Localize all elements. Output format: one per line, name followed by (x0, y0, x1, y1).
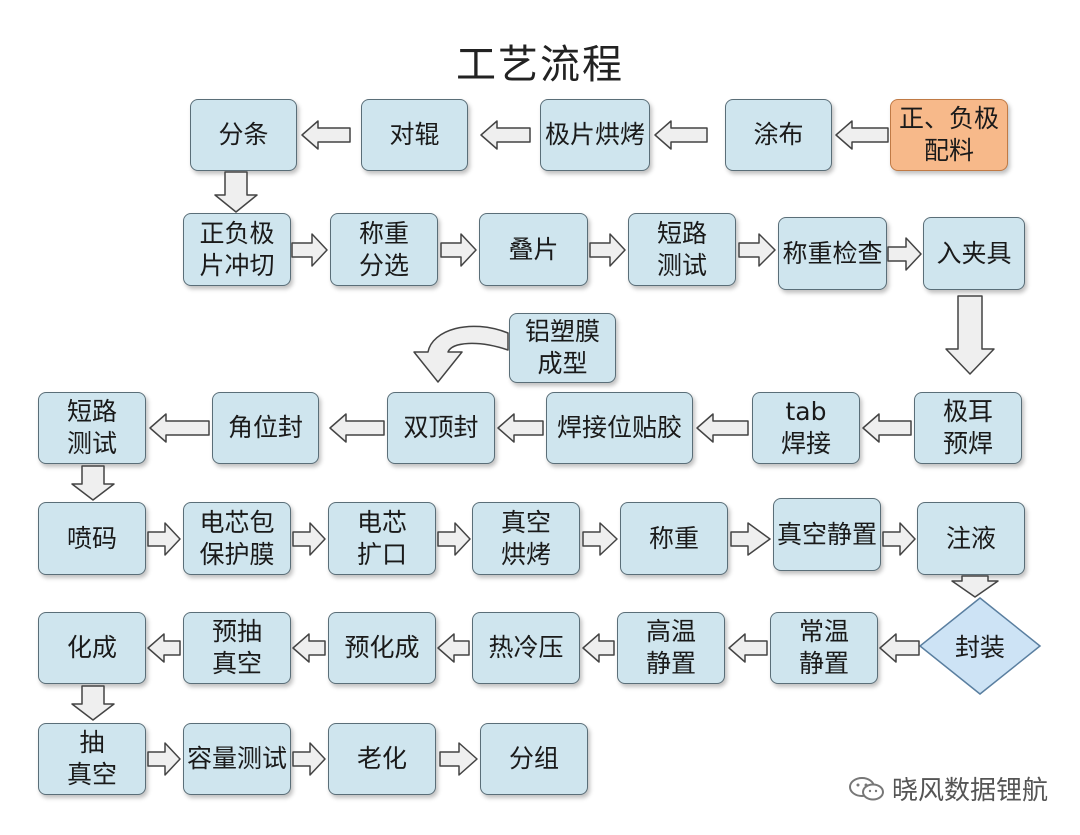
arrow-left (147, 633, 181, 663)
step-weighing: 称重 (620, 502, 728, 575)
step-pouch-forming: 铝塑膜 成型 (509, 313, 616, 383)
step-capacity-test: 容量测试 (183, 723, 291, 795)
wechat-icon (849, 776, 884, 800)
step-vacuum-rest: 真空静置 (773, 498, 881, 571)
arrow-left (582, 633, 615, 663)
arrow-left (329, 413, 385, 443)
arrow-left (835, 120, 889, 150)
step-high-temp-rest: 高温 静置 (617, 612, 725, 684)
step-tab-prewelding: 极耳 预焊 (914, 392, 1022, 464)
step-rolling: 对辊 (361, 99, 468, 171)
step-slitting: 分条 (190, 99, 297, 171)
step-vacuum-extraction: 抽 真空 (38, 723, 146, 795)
arrow-right (440, 233, 477, 267)
arrow-right (292, 742, 326, 776)
step-short-test-2: 短路 测试 (38, 392, 146, 464)
arrow-right (439, 742, 478, 776)
arrow-right (147, 522, 181, 556)
step-fixture: 入夹具 (923, 217, 1025, 290)
curved-arrow (413, 325, 509, 383)
watermark-text: 晓风数据锂航 (892, 776, 1049, 806)
arrow-left (862, 413, 912, 443)
step-coating: 涂布 (725, 99, 832, 171)
step-electrolyte-filling: 注液 (917, 502, 1025, 575)
step-slurry-mixing: 正、负极 配料 (890, 99, 1008, 171)
step-cell-flaring: 电芯 扩口 (328, 502, 436, 575)
arrow-left (292, 633, 326, 663)
step-weld-tape: 焊接位贴胶 (546, 392, 693, 464)
step-grouping: 分组 (480, 723, 588, 795)
step-formation: 化成 (38, 612, 146, 684)
step-electrode-punching: 正负极 片冲切 (183, 213, 291, 286)
arrow-down (71, 685, 115, 721)
step-weight-check: 称重检查 (778, 217, 887, 290)
arrow-down (214, 171, 258, 213)
diagram-title: 工艺流程 (456, 42, 624, 88)
arrow-right (589, 233, 626, 267)
arrow-right (292, 522, 326, 556)
arrow-right (882, 522, 916, 556)
step-double-top-seal: 双顶封 (387, 392, 495, 464)
arrow-left (879, 633, 920, 663)
step-pre-formation: 预化成 (328, 612, 436, 684)
arrow-down (951, 575, 999, 598)
arrow-down (71, 465, 115, 501)
step-pre-vacuum: 预抽 真空 (183, 612, 291, 684)
step-corner-seal: 角位封 (212, 392, 319, 464)
arrow-left (437, 633, 470, 663)
arrow-left (696, 413, 749, 443)
step-electrode-baking: 极片烘烤 (540, 99, 650, 171)
arrow-left (149, 413, 210, 443)
step-sealing: 封装 (954, 633, 1005, 662)
step-aging: 老化 (328, 723, 436, 795)
step-short-test-1: 短路 测试 (628, 213, 736, 286)
arrow-right (730, 522, 771, 556)
step-protective-film: 电芯包 保护膜 (183, 502, 291, 575)
step-weigh-sort: 称重 分选 (330, 213, 438, 286)
step-hot-cold-press: 热冷压 (472, 612, 580, 684)
step-coding: 喷码 (38, 502, 146, 575)
arrow-right (887, 237, 922, 271)
arrow-left (301, 120, 351, 150)
arrow-right (582, 522, 618, 556)
arrow-right (437, 522, 471, 556)
sealing-decision-shape (918, 597, 1042, 695)
arrow-right (147, 742, 181, 776)
arrow-left (497, 413, 544, 443)
step-vacuum-baking: 真空 烘烤 (472, 502, 580, 575)
watermark: 晓风数据锂航 (848, 770, 1048, 807)
arrow-left (654, 120, 708, 150)
arrow-left (480, 120, 531, 150)
arrow-down (945, 295, 995, 375)
step-tab-welding: tab 焊接 (752, 392, 860, 464)
arrow-left (728, 633, 768, 663)
step-room-temp-rest: 常温 静置 (770, 612, 878, 684)
arrow-right (291, 233, 328, 267)
step-stacking: 叠片 (479, 213, 588, 286)
arrow-right (738, 233, 776, 267)
